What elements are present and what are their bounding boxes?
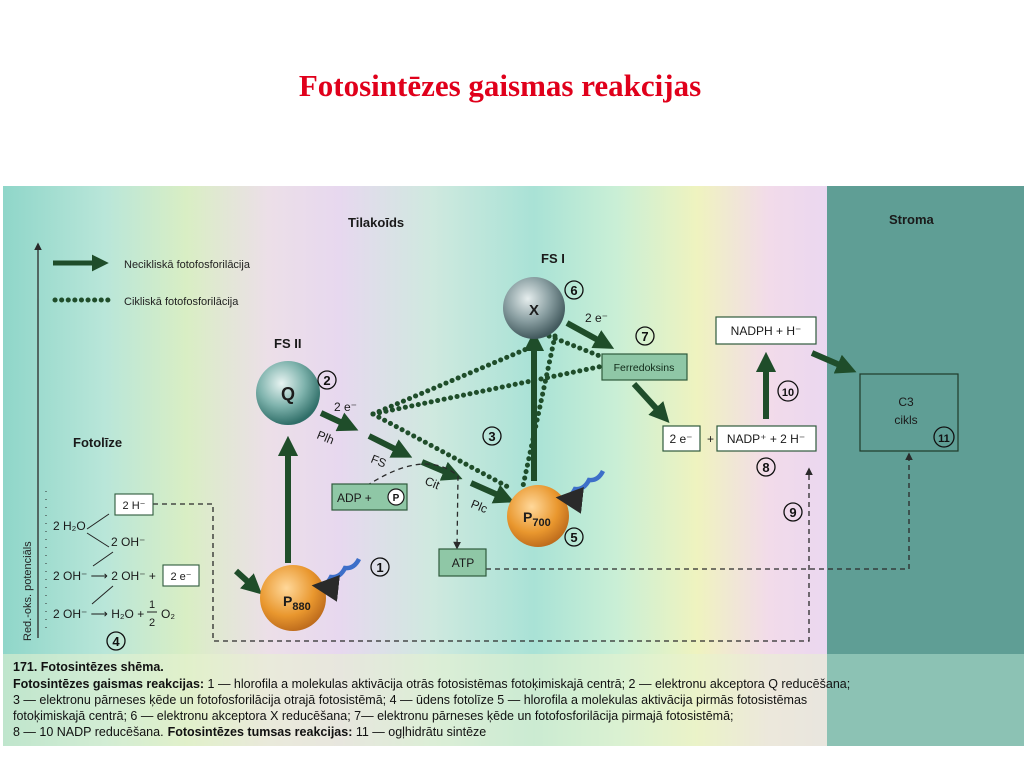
fs2-label: FS II — [274, 336, 301, 351]
fs1-label: FS I — [541, 251, 565, 266]
stroma-background — [827, 186, 1024, 654]
electron-label-2: 2 e⁻ — [585, 311, 608, 325]
svg-text:2: 2 — [323, 373, 330, 388]
slide-title: Fotosintēzes gaismas reakcijas — [0, 68, 1000, 104]
svg-text:ADP +: ADP + — [337, 491, 372, 505]
redox-axis-label: Red.-oks. potenciāls — [22, 541, 34, 641]
svg-text:171. Fotosintēzes shēma.: 171. Fotosintēzes shēma. — [13, 660, 164, 674]
svg-text:11: 11 — [938, 433, 950, 445]
svg-text:NADPH + H⁻: NADPH + H⁻ — [731, 324, 802, 338]
svg-text:2 e⁻: 2 e⁻ — [170, 571, 191, 583]
svg-text:2: 2 — [149, 617, 155, 629]
svg-text:fotoķimiskajā centrā; 6 — elek: fotoķimiskajā centrā; 6 — elektronu akce… — [13, 709, 734, 723]
legend-cyclic-label: Cikliskā fotofosforilācija — [124, 296, 239, 308]
svg-text:O₂: O₂ — [161, 607, 175, 621]
svg-text:2 H₂O: 2 H₂O — [53, 519, 86, 533]
svg-text:2 OH⁻: 2 OH⁻ — [111, 535, 145, 549]
svg-text:1: 1 — [376, 560, 383, 575]
p700-center — [507, 485, 569, 547]
svg-text:NADP⁺ + 2 H⁻: NADP⁺ + 2 H⁻ — [727, 432, 805, 446]
svg-text:Ferredoksins: Ferredoksins — [614, 362, 675, 374]
svg-text:Fotosintēzes gaismas reakcijas: Fotosintēzes gaismas reakcijas: 1 — hlor… — [13, 677, 850, 691]
svg-text:2 OH⁻ ⟶ 2 OH⁻ +: 2 OH⁻ ⟶ 2 OH⁻ + — [53, 569, 156, 583]
svg-text:8: 8 — [762, 460, 769, 475]
svg-text:2 OH⁻ ⟶ H₂O +: 2 OH⁻ ⟶ H₂O + — [53, 607, 144, 621]
electron-label-1: 2 e⁻ — [334, 400, 357, 414]
svg-text:5: 5 — [570, 530, 577, 545]
svg-text:2 H⁻: 2 H⁻ — [123, 500, 146, 512]
svg-text:10: 10 — [782, 387, 794, 399]
svg-text:4: 4 — [112, 634, 120, 649]
svg-text:P: P — [393, 493, 400, 504]
svg-text:C3: C3 — [898, 395, 914, 409]
svg-text:6: 6 — [570, 283, 577, 298]
svg-text:7: 7 — [641, 329, 648, 344]
photosynthesis-diagram: Tilakoīds Stroma Red.-oks. potenciāls Ne… — [3, 186, 1024, 746]
stroma-label: Stroma — [889, 212, 935, 227]
svg-text:Q: Q — [281, 384, 295, 404]
svg-text:3: 3 — [488, 429, 495, 444]
svg-text:2 e⁻: 2 e⁻ — [669, 432, 692, 446]
svg-text:1: 1 — [149, 599, 155, 611]
fotolize-label: Fotolīze — [73, 435, 122, 450]
svg-text:cikls: cikls — [894, 413, 917, 427]
svg-text:9: 9 — [789, 505, 796, 520]
legend-noncyclic-label: Necikliskā fotofosforilācija — [124, 259, 251, 271]
tilakoids-label: Tilakoīds — [348, 215, 404, 230]
svg-text:ATP: ATP — [452, 556, 474, 570]
svg-text:8 — 10 NADP reducēšana.Fotosin: 8 — 10 NADP reducēšana.Fotosintēzes tums… — [13, 725, 486, 739]
p680-center — [260, 565, 326, 631]
svg-text:3 — elektronu pārneses ķēde un: 3 — elektronu pārneses ķēde un fotofosfo… — [13, 693, 807, 707]
svg-text:X: X — [529, 302, 539, 319]
svg-text:+: + — [707, 432, 714, 446]
